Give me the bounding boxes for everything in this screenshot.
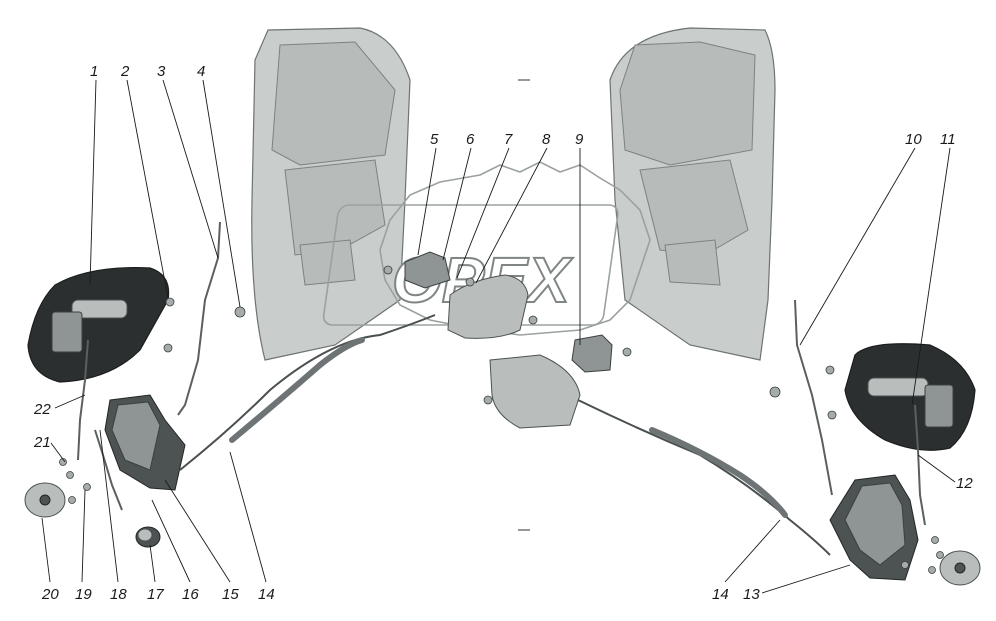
callout-20: 20 xyxy=(41,586,59,603)
callout-4: 4 xyxy=(197,63,205,80)
left-cable-sheath xyxy=(229,337,365,443)
right-door-check-bracket xyxy=(571,334,613,373)
callout-21: 21 xyxy=(33,434,51,451)
callout-5: 5 xyxy=(430,131,439,148)
right-outside-handle xyxy=(844,343,976,451)
callout-2: 2 xyxy=(120,63,130,80)
left-handle-rod xyxy=(77,339,89,461)
right-remote-cable xyxy=(577,399,831,556)
right-handle-rod xyxy=(914,404,926,526)
left-striker-plate xyxy=(24,482,66,518)
right-lock-rod xyxy=(794,299,833,496)
fastener-bolts xyxy=(59,265,944,574)
callout-14-right: 14 xyxy=(712,586,729,603)
callout-11: 11 xyxy=(940,131,956,148)
callout-22: 22 xyxy=(33,401,51,418)
callout-3: 3 xyxy=(157,63,166,80)
callout-14-left: 14 xyxy=(258,586,275,603)
callout-16: 16 xyxy=(182,586,199,603)
callout-labels: 1 2 3 4 5 6 7 8 9 10 11 12 13 14 14 15 1… xyxy=(33,63,973,603)
left-door-check-bracket xyxy=(404,251,451,289)
callout-19: 19 xyxy=(75,586,92,603)
left-door-panel xyxy=(251,27,411,361)
right-door-lock xyxy=(829,474,919,581)
left-outside-handle xyxy=(27,267,170,383)
left-door-lock xyxy=(104,394,186,491)
callout-12: 12 xyxy=(956,475,973,492)
callout-7: 7 xyxy=(504,131,513,148)
left-lower-rod xyxy=(94,429,123,511)
left-remote-cable xyxy=(179,314,436,471)
callout-leaders xyxy=(41,79,956,594)
callout-17: 17 xyxy=(147,586,164,603)
right-inside-handle xyxy=(489,354,581,429)
callout-8: 8 xyxy=(542,131,551,148)
lock-cylinder xyxy=(135,526,161,548)
callout-15: 15 xyxy=(222,586,239,603)
callout-6: 6 xyxy=(466,131,475,148)
right-door-panel xyxy=(609,27,776,361)
callout-1: 1 xyxy=(90,63,98,80)
right-striker-plate xyxy=(939,550,981,586)
callout-13: 13 xyxy=(743,586,760,603)
callout-10: 10 xyxy=(905,131,922,148)
left-lock-rod xyxy=(177,221,221,416)
callout-18: 18 xyxy=(110,586,127,603)
callout-9: 9 xyxy=(575,131,584,148)
right-cable-sheath xyxy=(649,427,788,518)
